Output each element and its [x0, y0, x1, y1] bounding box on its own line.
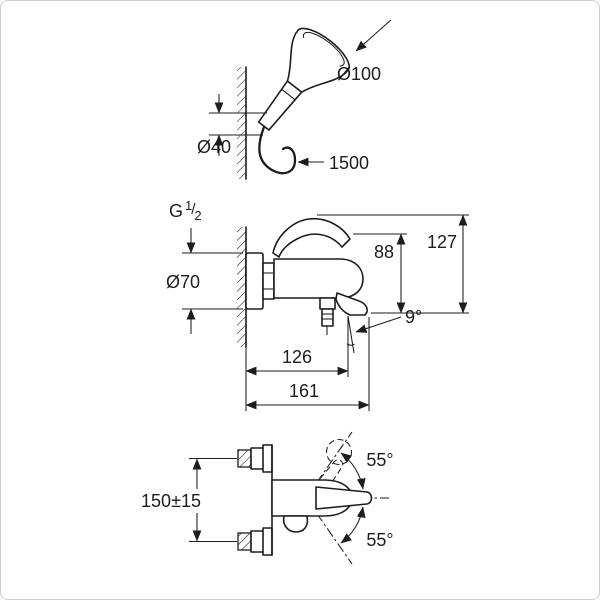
union-nut-top — [237, 449, 252, 468]
swivel-up-label: 55° — [366, 450, 393, 470]
union-nut — [262, 262, 275, 300]
projection-overall-label: 161 — [289, 381, 319, 401]
dimension-escutcheon-diameter: Ø70 — [166, 272, 243, 334]
wall-section-top — [237, 66, 247, 180]
swivel-down-label: 55° — [366, 530, 393, 550]
escutcheon-bottom — [262, 527, 273, 556]
outlet-height-label: 88 — [374, 242, 394, 262]
escutcheon-diameter-label: Ø70 — [166, 272, 200, 292]
hand-shower-figure — [257, 27, 350, 175]
escutcheon-top — [262, 444, 273, 473]
mixer-front-lever — [315, 486, 373, 510]
connection-distance-label: 150±15 — [141, 491, 201, 511]
wall-section-mid — [237, 226, 247, 348]
projection-inner-label: 126 — [282, 347, 312, 367]
mixer-spout — [335, 292, 368, 316]
mixer-front-figure — [237, 444, 373, 556]
mixer-body — [273, 258, 364, 299]
spout-angle-label: 9° — [405, 307, 422, 327]
dimension-head-diameter: Ø100 — [337, 19, 392, 84]
dimension-spout-angle: 9° — [346, 307, 422, 354]
dimension-swivel-down: 55° — [340, 506, 394, 550]
mixer-front-spout — [282, 515, 309, 533]
dimension-overall-height: 127 — [317, 214, 469, 314]
hose-length-label: 1500 — [329, 153, 369, 173]
head-diameter-label: Ø100 — [337, 64, 381, 84]
dimension-connection-distance: 150±15 — [141, 457, 237, 543]
dimension-projection-overall: 161 — [245, 317, 370, 411]
overall-height-label: 127 — [427, 232, 457, 252]
mixer-side-figure — [245, 217, 368, 335]
diverter-knob — [321, 308, 334, 327]
shower-hose — [258, 125, 297, 175]
dimension-swivel-up: 55° — [340, 450, 394, 490]
diverter-base — [319, 297, 336, 310]
dimension-hose-length: 1500 — [297, 153, 369, 173]
escutcheon — [245, 252, 264, 310]
dimension-outlet-height: 88 — [353, 233, 407, 314]
mixer-lever — [272, 217, 351, 258]
dimension-projection-inner: 126 — [245, 347, 349, 377]
union-nut-bottom — [237, 532, 252, 551]
dimension-grip-diameter: Ø40 — [197, 94, 267, 157]
grip-diameter-label: Ø40 — [197, 137, 231, 157]
